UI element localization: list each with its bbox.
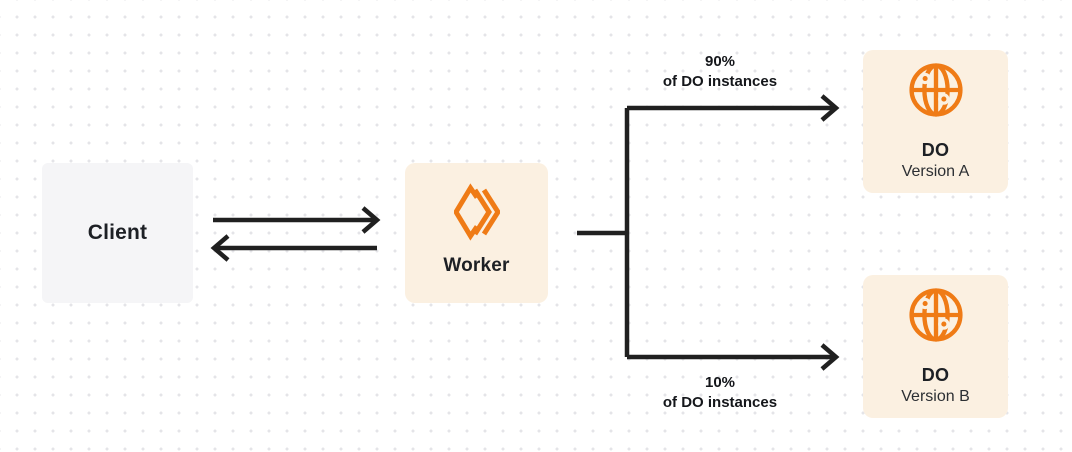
node-do-version-b: DO Version B [863,275,1008,418]
edge-label-90-percent: 90% of DO instances [610,52,830,92]
arrow-worker-to-client [210,234,377,262]
node-worker: Worker [405,163,548,303]
do-b-title: DO [921,365,950,385]
edge-percent: 90% [704,53,736,70]
durable-object-globe-icon [908,288,963,342]
durable-object-globe-icon [908,63,963,117]
branch-worker-to-do [577,94,840,371]
edge-label-10-percent: 10% of DO instances [610,373,830,413]
arrow-client-to-worker [213,206,381,234]
node-client: Client [42,163,193,303]
do-b-subtitle: Version B [901,388,970,405]
edge-caption: of DO instances [662,394,778,411]
cloudflare-workers-icon [453,183,500,241]
edge-caption: of DO instances [662,73,778,90]
client-label: Client [87,221,148,244]
node-do-version-a: DO Version A [863,50,1008,193]
do-a-title: DO [921,140,950,160]
do-a-subtitle: Version A [901,163,970,180]
edge-percent: 10% [704,374,736,391]
worker-label: Worker [443,255,510,276]
